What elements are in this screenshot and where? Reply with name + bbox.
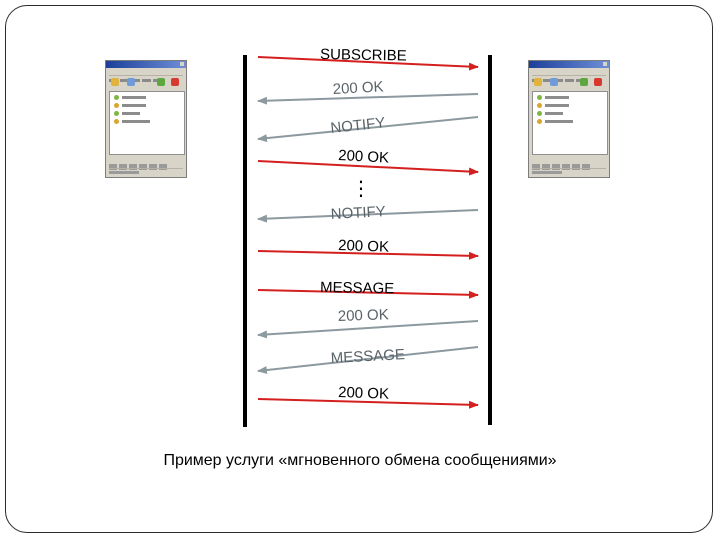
message-arrow-6 (257, 250, 479, 260)
message-label-7: MESSAGE (320, 279, 394, 297)
window-actionbar (109, 157, 183, 170)
ellipsis-mark: ⋮ (351, 176, 371, 200)
message-arrow-1 (257, 56, 479, 71)
status-icon (157, 78, 165, 86)
message-label-2: 200 OK (332, 78, 384, 98)
window-titlebar (529, 61, 609, 68)
window-statusbar (109, 168, 183, 175)
message-label-5: NOTIFY (330, 203, 386, 223)
window-actionbar (532, 157, 606, 170)
message-arrow-9 (257, 346, 479, 375)
window-toolbar (109, 77, 183, 89)
window-titlebar (106, 61, 186, 68)
message-label-10: 200 OK (338, 384, 389, 403)
add-contact-icon (111, 78, 119, 86)
window-toolbar (532, 77, 606, 89)
diagram-caption: Пример услуги «мгновенного обмена сообще… (163, 452, 557, 469)
message-arrow-7 (257, 289, 479, 299)
block-icon (171, 78, 179, 86)
add-contact-icon (534, 78, 542, 86)
message-arrow-2 (257, 93, 479, 105)
message-label-6: 200 OK (338, 237, 389, 256)
close-icon (180, 62, 184, 66)
send-icon (127, 78, 135, 86)
message-arrow-8 (257, 320, 479, 339)
message-label-8: 200 OK (338, 306, 389, 325)
contact-list (532, 91, 608, 155)
close-icon (603, 62, 607, 66)
status-icon (580, 78, 588, 86)
message-label-4: 200 OK (338, 147, 390, 167)
contact-list (109, 91, 185, 155)
message-arrow-4 (257, 160, 479, 176)
message-arrow-10 (257, 398, 479, 409)
left-client-window (105, 60, 187, 178)
message-arrow-3 (257, 116, 479, 143)
right-client-window (528, 60, 610, 178)
window-statusbar (532, 168, 606, 175)
message-label-9: MESSAGE (330, 346, 405, 367)
send-icon (550, 78, 558, 86)
message-label-1: SUBSCRIBE (320, 46, 407, 65)
message-label-3: NOTIFY (330, 114, 386, 137)
message-arrow-5 (257, 209, 479, 223)
block-icon (594, 78, 602, 86)
